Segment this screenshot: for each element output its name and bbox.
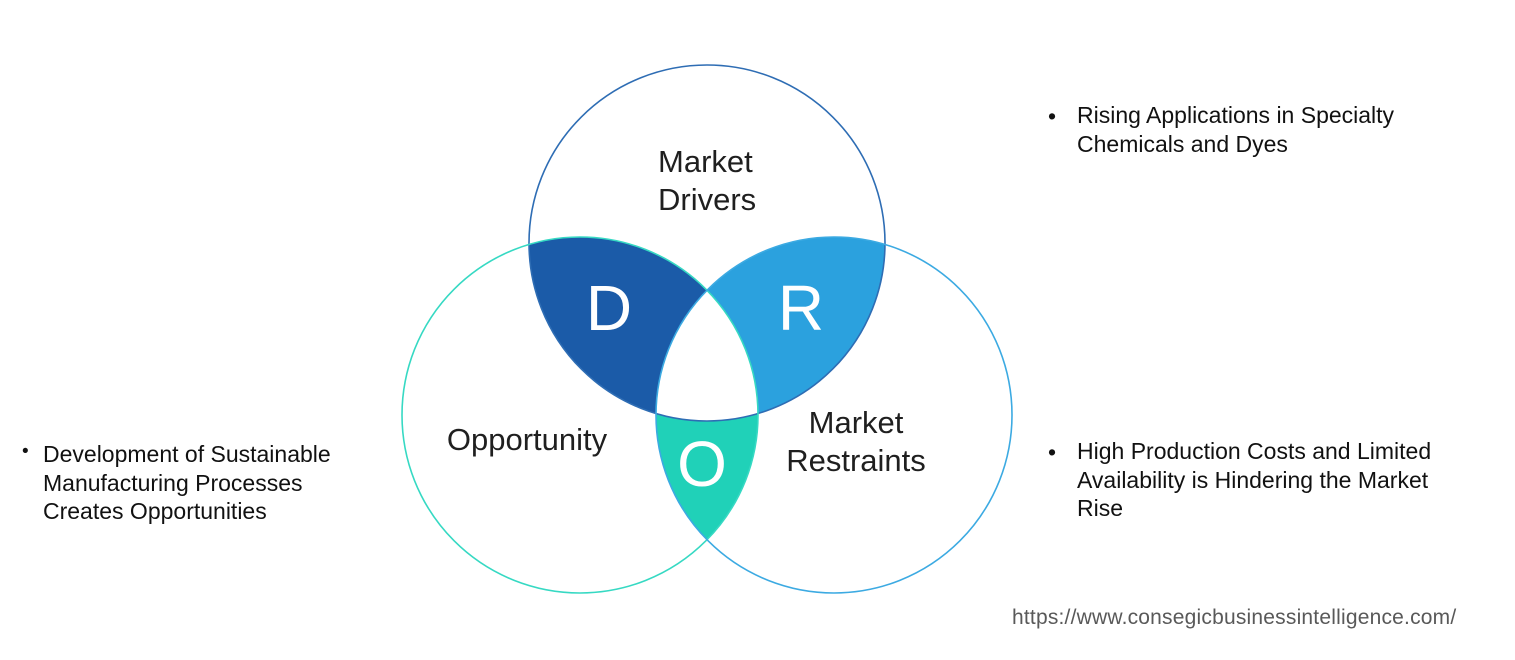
annotation-line: Rising Applications in Specialty bbox=[1077, 102, 1395, 128]
annotation-line: Chemicals and Dyes bbox=[1077, 130, 1288, 157]
restraints-label-line1: Market bbox=[809, 405, 904, 440]
annotation-line: Rise bbox=[1077, 495, 1124, 521]
drivers-circle bbox=[528, 64, 886, 422]
annotation-line: Creates Opportunities bbox=[43, 498, 267, 524]
annotation-restraints-text: High Production Costs and Limited Availa… bbox=[1077, 437, 1478, 523]
opportunity-label: Opportunity bbox=[447, 422, 608, 457]
annotation-line: Manufacturing Processes bbox=[43, 469, 303, 496]
annotation-opportunity-text: Development of Sustainable Manufacturing… bbox=[43, 440, 382, 526]
annotation-restraints: • High Production Costs and Limited Avai… bbox=[1048, 437, 1478, 523]
annotation-line: Availability is Hindering the Market bbox=[1077, 466, 1429, 493]
bullet-icon: • bbox=[1048, 103, 1057, 129]
restraints-circle bbox=[655, 236, 1013, 594]
annotation-opportunity: • Development of Sustainable Manufacturi… bbox=[22, 440, 382, 526]
letter-d: D bbox=[586, 272, 632, 344]
letter-o: O bbox=[677, 428, 727, 500]
bullet-icon: • bbox=[22, 441, 29, 462]
opportunity-circle bbox=[401, 236, 759, 594]
letter-r: R bbox=[778, 272, 824, 344]
drivers-label-line2: Drivers bbox=[658, 182, 756, 217]
annotation-line: High Production Costs and Limited bbox=[1077, 438, 1432, 464]
annotation-drivers: • Rising Applications in Specialty Chemi… bbox=[1048, 101, 1468, 158]
annotation-line: Development of Sustainable bbox=[43, 441, 331, 467]
source-url: https://www.consegicbusinessintelligence… bbox=[1012, 606, 1457, 629]
drivers-label-line1: Market bbox=[658, 144, 753, 179]
restraints-label-line2: Restraints bbox=[786, 443, 926, 478]
annotation-drivers-text: Rising Applications in Specialty Chemica… bbox=[1077, 101, 1468, 158]
bullet-icon: • bbox=[1048, 439, 1057, 465]
